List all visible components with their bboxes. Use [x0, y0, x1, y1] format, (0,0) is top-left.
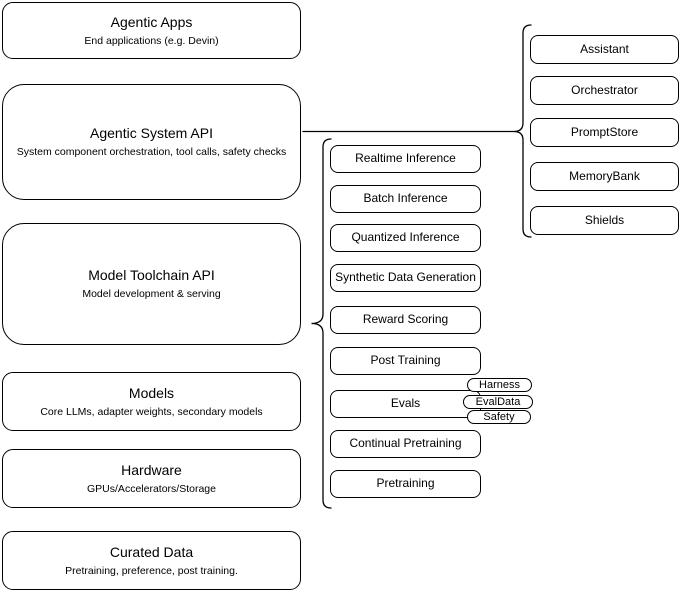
- toolchain-quantized-inference-node: Quantized Inference: [330, 224, 481, 252]
- models-node: Models Core LLMs, adapter weights, secon…: [2, 372, 301, 431]
- node-title: Curated Data: [109, 543, 194, 560]
- toolchain-realtime-inference-node: Realtime Inference: [330, 145, 481, 173]
- model-toolchain-api-node: Model Toolchain API Model development & …: [2, 223, 301, 345]
- agentic-apps-node: Agentic Apps End applications (e.g. Devi…: [2, 2, 301, 59]
- node-title: Agentic Apps: [110, 13, 193, 30]
- curated-data-node: Curated Data Pretraining, preference, po…: [2, 531, 301, 590]
- components-brace: [513, 24, 532, 238]
- toolchain-evals-node: Evals: [330, 390, 481, 418]
- node-subtitle: Core LLMs, adapter weights, secondary mo…: [40, 405, 263, 418]
- component-orchestrator-node: Orchestrator: [530, 76, 679, 105]
- evals-tag-harness: Harness: [467, 378, 532, 392]
- node-subtitle: GPUs/Accelerators/Storage: [87, 482, 216, 495]
- node-subtitle: System component orchestration, tool cal…: [16, 146, 287, 159]
- toolchain-post-training-node: Post Training: [330, 347, 481, 375]
- node-title: Agentic System API: [90, 125, 213, 142]
- node-subtitle: Pretraining, preference, post training.: [65, 564, 238, 577]
- toolchain-synthetic-data-generation-node: Synthetic Data Generation: [330, 264, 481, 292]
- evals-tag-safety: Safety: [467, 410, 531, 424]
- node-subtitle: Model development & serving: [82, 288, 221, 301]
- evals-tag-evaldata: EvalData: [463, 395, 533, 409]
- node-title: Model Toolchain API: [88, 267, 215, 284]
- component-assistant-node: Assistant: [530, 35, 679, 64]
- node-title: Hardware: [121, 461, 182, 478]
- node-subtitle: End applications (e.g. Devin): [84, 34, 219, 47]
- component-memorybank-node: MemoryBank: [530, 162, 679, 191]
- hardware-node: Hardware GPUs/Accelerators/Storage: [2, 449, 301, 508]
- toolchain-continual-pretraining-node: Continual Pretraining: [330, 430, 481, 458]
- toolchain-pretraining-node: Pretraining: [330, 470, 481, 498]
- agentic-system-api-node: Agentic System API System component orch…: [2, 84, 301, 200]
- toolchain-reward-scoring-node: Reward Scoring: [330, 306, 481, 334]
- component-shields-node: Shields: [530, 206, 679, 235]
- node-title: Models: [128, 384, 175, 401]
- toolchain-brace: [311, 138, 332, 509]
- component-promptstore-node: PromptStore: [530, 118, 679, 147]
- toolchain-batch-inference-node: Batch Inference: [330, 185, 481, 213]
